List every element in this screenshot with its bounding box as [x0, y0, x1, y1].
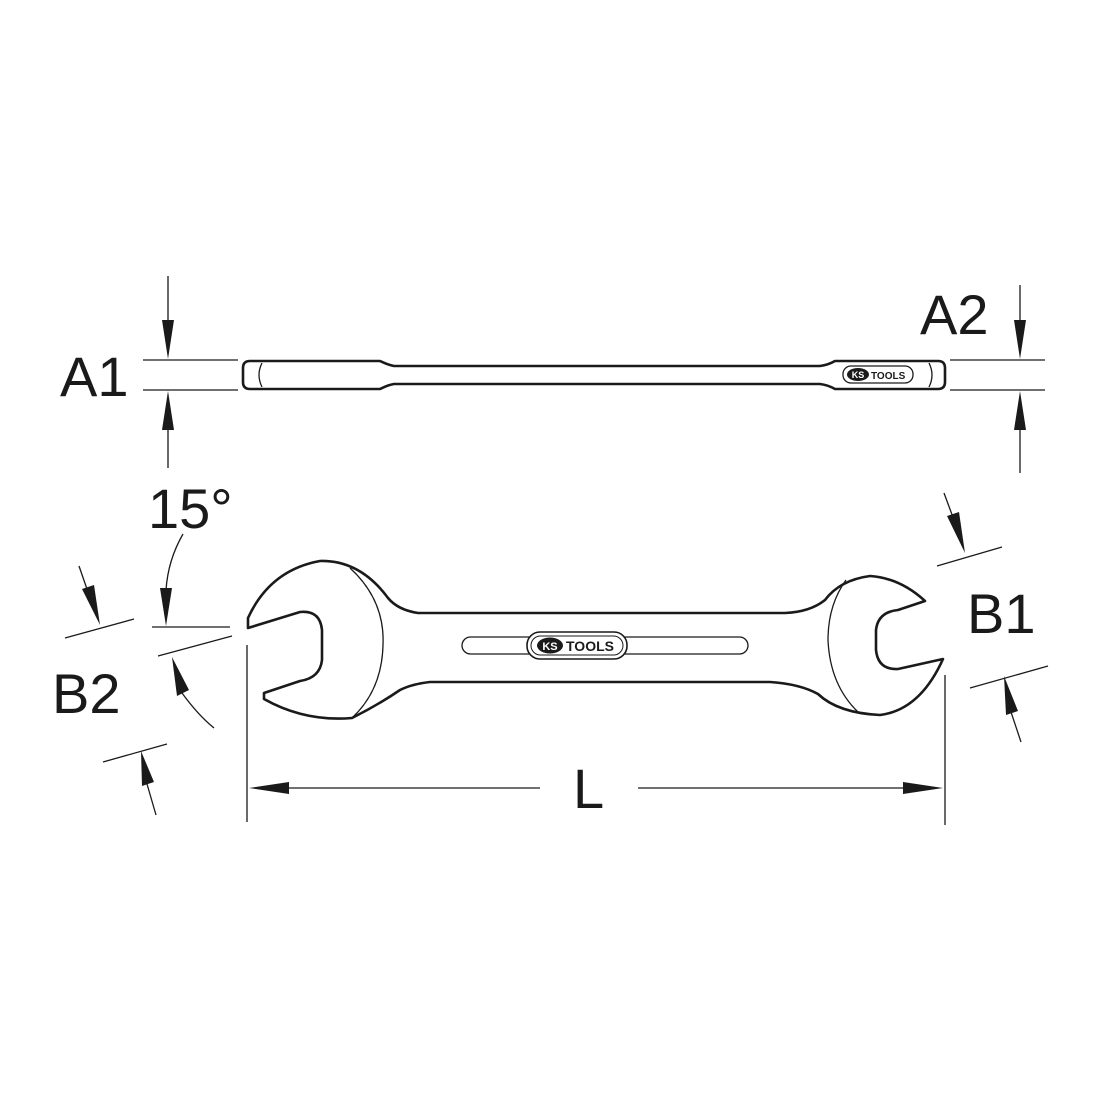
side-view-end-left — [258, 362, 263, 388]
side-view-outline — [241, 359, 947, 391]
wrench-left-head-relief — [349, 567, 384, 719]
wrench-outline — [246, 559, 945, 720]
brand-tools: TOOLS — [566, 638, 614, 654]
dimension-angle: 15° — [148, 477, 233, 729]
label-b2: B2 — [52, 662, 121, 725]
brand-logo-small: KS TOOLS — [842, 365, 914, 384]
dimension-b1: B1 — [936, 492, 1049, 743]
label-angle: 15° — [148, 477, 233, 540]
brand-logo: KS TOOLS — [526, 631, 628, 660]
brand-ks-small: KS — [852, 370, 865, 380]
dimension-l: L — [246, 645, 946, 825]
brand-tools-small: TOOLS — [871, 371, 906, 382]
dimension-a1: A1 — [60, 276, 238, 468]
side-view-end-right — [928, 362, 933, 388]
dimension-b2: B2 — [52, 565, 168, 816]
label-a2: A2 — [920, 283, 989, 346]
side-view: KS TOOLS — [241, 359, 947, 391]
wrench-right-head-relief — [827, 579, 859, 713]
brand-ks: KS — [542, 641, 557, 653]
label-l: L — [573, 757, 604, 820]
label-a1: A1 — [60, 345, 129, 408]
wrench-top-view: KS TOOLS — [246, 559, 945, 720]
label-b1: B1 — [967, 582, 1036, 645]
dimension-a2: A2 — [920, 283, 1045, 473]
